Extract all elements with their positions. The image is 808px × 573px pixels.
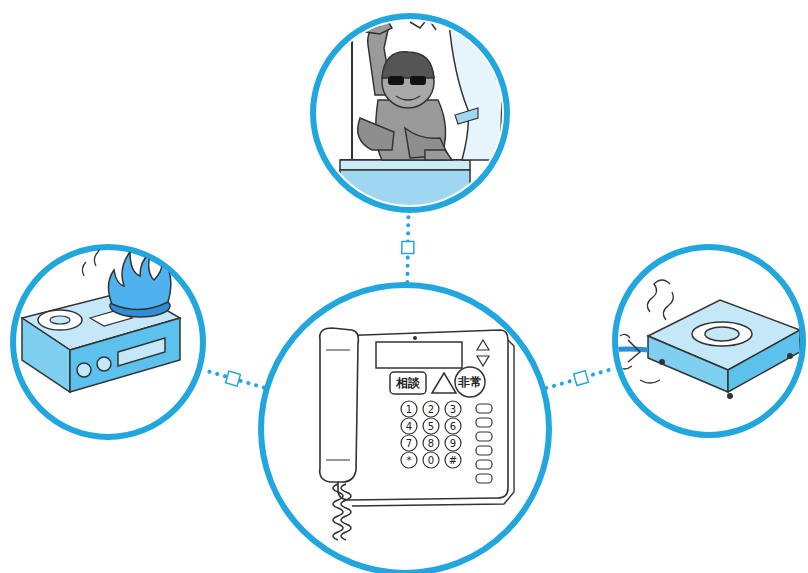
button-label: 非常 xyxy=(458,376,482,388)
burglar-illustration xyxy=(300,10,520,230)
keypad-digit: 6 xyxy=(450,422,456,432)
keypad-digit: 5 xyxy=(428,422,434,432)
button-label: 相談 xyxy=(396,377,420,389)
dotted-connector xyxy=(202,370,264,388)
keypad-digit: 4 xyxy=(406,422,412,432)
keypad-digit: 3 xyxy=(450,405,456,415)
gas-leak-stove-illustration xyxy=(610,280,800,399)
keypad-digit: * xyxy=(407,456,412,466)
keypad-digit: # xyxy=(449,456,457,466)
keypad-digit: 2 xyxy=(428,405,434,415)
fire-stove-illustration xyxy=(22,240,180,392)
keypad-digit: 0 xyxy=(428,456,434,466)
dotted-connector xyxy=(402,213,414,282)
keypad-digit: 7 xyxy=(406,439,412,449)
telephone-illustration xyxy=(320,328,514,540)
keypad-digit: 9 xyxy=(450,439,456,449)
keypad-digit: 1 xyxy=(406,405,412,415)
dotted-connector xyxy=(546,368,616,388)
keypad-digit: 8 xyxy=(428,439,434,449)
